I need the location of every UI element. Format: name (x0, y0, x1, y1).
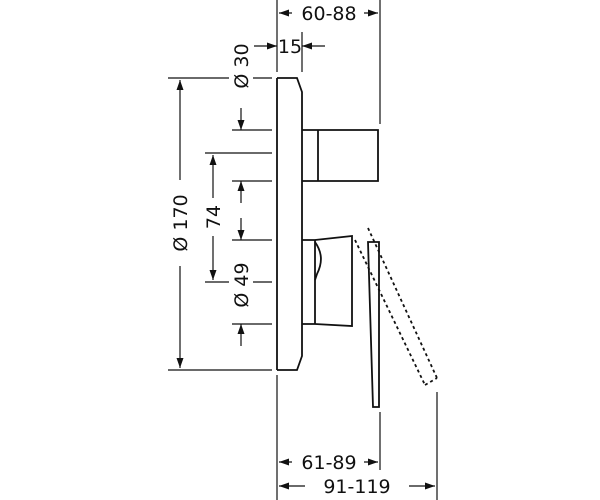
dim-faceplate-diameter: Ø 170 (170, 194, 192, 251)
mixer-body-contour (314, 241, 322, 281)
dim-wall-offset: 15 (278, 36, 302, 58)
mixer-body (302, 234, 353, 327)
lever-handle (367, 241, 380, 408)
dim-lower-diameter: Ø 49 (231, 262, 253, 307)
upper-knob (302, 129, 379, 182)
lever-rotated-dashed (354, 227, 438, 386)
dim-bottom-depth-outer: 91-119 (323, 476, 390, 498)
dimension-lines (176, 9, 435, 490)
dim-center-spacing: 74 (203, 205, 225, 229)
faceplate-profile (276, 77, 303, 371)
dim-bottom-depth-inner: 61-89 (301, 452, 356, 474)
dim-top-overall-depth: 60-88 (301, 3, 356, 25)
dim-upper-diameter: Ø 30 (231, 43, 253, 88)
